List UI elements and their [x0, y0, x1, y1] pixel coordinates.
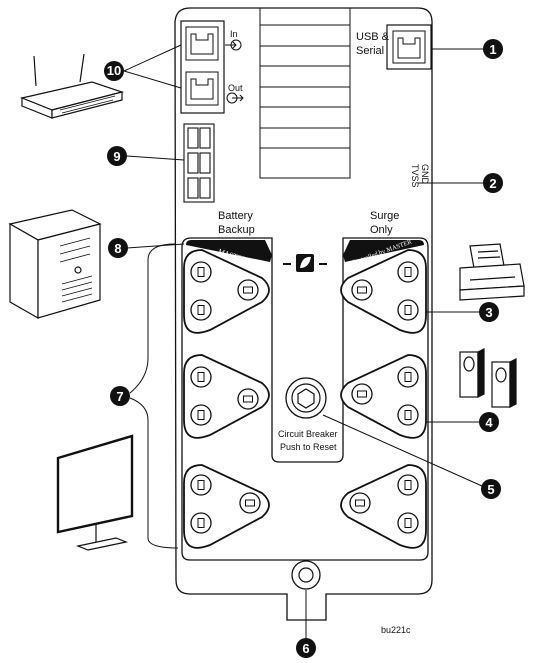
callout-7: 7: [110, 386, 130, 406]
svg-text:2: 2: [489, 176, 496, 191]
tvss-gnd-label: TVSS GND: [410, 164, 430, 188]
svg-text:4: 4: [485, 415, 493, 430]
svg-text:7: 7: [116, 389, 123, 404]
svg-text:1: 1: [489, 42, 496, 57]
circuit-breaker-label-line1: Circuit Breaker: [278, 429, 338, 439]
svg-text:TVSS: TVSS: [410, 164, 420, 188]
svg-text:10: 10: [107, 63, 121, 78]
svg-text:6: 6: [302, 641, 309, 656]
surge-only-label-line2: Only: [370, 224, 393, 236]
svg-text:GND: GND: [420, 164, 430, 185]
usb-serial-label-line2: Serial: [356, 45, 384, 57]
surge-only-label-line1: Surge: [370, 210, 399, 222]
usb-serial-port[interactable]: USB & Serial: [356, 24, 432, 70]
figure-code: bu221c: [381, 625, 411, 635]
battery-backup-label-line1: Battery: [218, 210, 253, 222]
callout-8: 8: [108, 238, 128, 258]
cooling-fins: [259, 7, 351, 179]
router-icon: [19, 53, 125, 119]
data-line-ports[interactable]: In Out: [180, 20, 244, 114]
rj45-out-port[interactable]: [185, 71, 219, 106]
ups-body-outline: [174, 7, 433, 621]
terminal-block: [183, 123, 215, 203]
outlet-battery-2[interactable]: [183, 354, 270, 439]
callout-10: 10: [104, 61, 124, 81]
callout-5: 5: [481, 479, 501, 499]
svg-text:9: 9: [113, 149, 120, 164]
leader-lines: [123, 44, 484, 640]
outlet-controlled[interactable]: [340, 249, 427, 334]
svg-text:3: 3: [485, 305, 492, 320]
outlet-panel-border: [181, 237, 429, 561]
callout-1: 1: [483, 39, 503, 59]
battery-backup-label-line2: Backup: [218, 224, 255, 236]
callout-3: 3: [479, 302, 499, 322]
outlet-master[interactable]: [183, 249, 270, 334]
computer-tower-icon: [8, 209, 102, 320]
rj45-in-port[interactable]: [185, 26, 219, 61]
leaf-icon: [283, 254, 327, 272]
outlet-surge-2[interactable]: [340, 354, 427, 439]
outlet-battery-3[interactable]: [183, 464, 270, 549]
svg-text:5: 5: [487, 482, 494, 497]
circuit-breaker-label-line2: Push to Reset: [280, 442, 337, 452]
printer-icon: [459, 243, 525, 301]
usb-serial-label-line1: USB &: [356, 31, 390, 43]
callout-4: 4: [479, 412, 499, 432]
out-label: Out: [228, 83, 243, 93]
outlet-surge-3[interactable]: [340, 464, 427, 549]
in-label: In: [230, 29, 238, 39]
svg-text:8: 8: [114, 241, 121, 256]
power-inlet: [291, 560, 321, 590]
circuit-breaker-button[interactable]: [285, 377, 327, 419]
callout-2: 2: [483, 173, 503, 193]
callout-9: 9: [107, 146, 127, 166]
callout-6: 6: [296, 638, 316, 658]
monitor-icon: [56, 434, 134, 551]
speakers-icon: [459, 348, 517, 408]
